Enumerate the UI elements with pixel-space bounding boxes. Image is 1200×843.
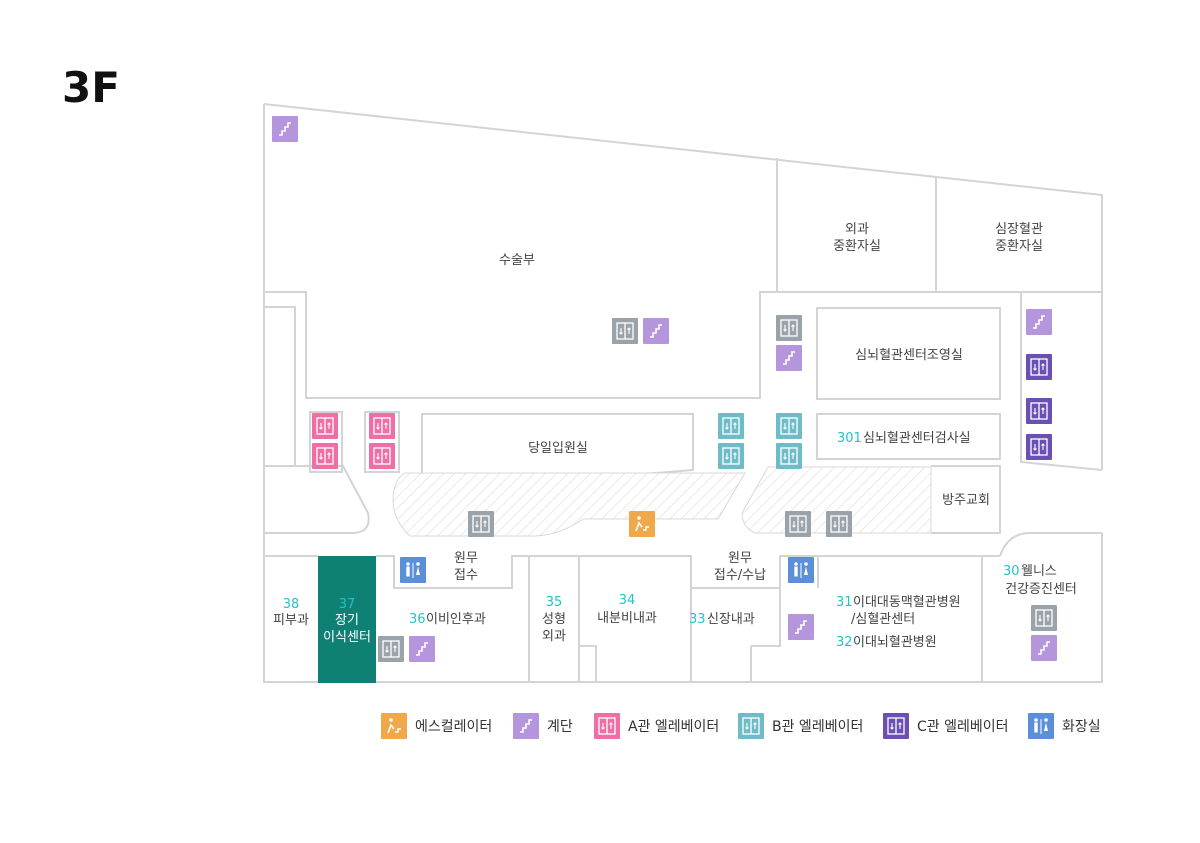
room-aorta-line2: /심혈관센터 [851,612,915,627]
room-aorta-line1: 이대대동맥혈관병원 [853,595,961,610]
room-plastic-line1: 성형 [542,612,566,627]
room-day-admission: 당일입원실 [528,441,588,456]
room-plastic-line2: 외과 [542,629,566,644]
reception-2-line2: 접수/수납 [714,568,766,583]
restroom-icon [787,556,815,584]
room-chapel: 방주교회 [942,493,990,508]
room-wellness-line2: 건강증진센터 [1005,582,1077,597]
elevator-icon [776,315,802,341]
legend-item-stairs: 계단 [512,712,573,740]
legend-item-escalator: 에스컬레이터 [380,712,492,740]
elevator-a-icon [312,413,338,439]
legend-label: 화장실 [1062,719,1101,735]
legend: 에스컬레이터 계단 A관 엘레베이터 B관 엘레베이터 C관 엘레베이터 화장실 [380,712,1101,740]
stairs-icon [775,344,803,372]
elevator-a-icon [369,443,395,469]
reception-2-line1: 원무 [728,551,752,566]
elevator-b-icon [718,413,744,439]
legend-label: 계단 [547,719,573,735]
stairs-icon [1025,308,1053,336]
room-labels: 수술부 외과 중환자실 심장혈관 중환자실 심뇌혈관센터조영실 당일입원실 30… [273,222,1077,650]
room-ent: 이비인후과 [426,612,486,627]
elevator-a-icon [312,443,338,469]
legend-label: C관 엘레베이터 [917,719,1009,735]
stairs-icon [271,115,299,143]
room-cv-angio: 심뇌혈관센터조영실 [855,348,963,363]
reception-1-line1: 원무 [454,551,478,566]
room-cerebro-number: 32 [836,635,853,650]
room-surgical-icu-line2: 중환자실 [833,239,881,254]
stairs-icon [1030,634,1058,662]
legend-item-elevator-c: C관 엘레베이터 [883,713,1009,739]
legend-item-restroom: 화장실 [1027,712,1101,740]
room-transplant-number: 37 [339,597,356,612]
stairs-icon [512,712,540,740]
room-plastic-number: 35 [546,595,563,610]
walls [263,103,1103,683]
room-aorta-number: 31 [836,595,853,610]
legend-label: B관 엘레베이터 [772,719,863,735]
elevator-icon [468,511,494,537]
corridor-hatch-left [392,472,746,537]
stairs-icon [642,317,670,345]
elevator-b-icon [776,443,802,469]
room-cardio-icu-line2: 중환자실 [995,239,1043,254]
floor-title: 3F [62,63,120,112]
room-nephrology-number: 33 [689,612,706,627]
elevator-icon [1031,605,1057,631]
legend-item-elevator-b: B관 엘레베이터 [738,713,863,739]
elevator-b-icon [776,413,802,439]
room-wellness-line1: 웰니스 [1021,564,1057,579]
room-cardio-icu-line1: 심장혈관 [995,222,1043,237]
room-dermatology: 피부과 [273,613,309,628]
elevator-c-icon [1026,398,1052,424]
restroom-icon [1027,712,1055,740]
room-cv-exam: 심뇌혈관센터검사실 [863,431,971,446]
legend-item-elevator-a: A관 엘레베이터 [594,713,719,739]
elevator-icon [612,318,638,344]
map-icons [271,115,1058,663]
room-transplant-center[interactable] [318,556,376,683]
stairs-icon [408,635,436,663]
room-endocrine: 내분비내과 [597,611,657,626]
room-cv-exam-number: 301 [837,431,862,446]
room-transplant-line2: 이식센터 [323,630,371,645]
escalator-icon [628,510,656,538]
elevator-a-icon [369,413,395,439]
restroom-icon [399,556,427,584]
room-transplant-line1: 장기 [335,613,359,628]
escalator-icon [380,712,408,740]
elevator-icon [378,636,404,662]
room-surgical-icu-line1: 외과 [845,222,869,237]
reception-1-line2: 접수 [454,568,478,583]
room-wellness-number: 30 [1003,564,1020,579]
elevator-b-icon [718,443,744,469]
elevator-c-icon [1026,434,1052,460]
legend-label: A관 엘레베이터 [628,719,719,735]
room-ent-number: 36 [409,612,426,627]
elevator-icon [785,511,811,537]
room-nephrology: 신장내과 [707,612,755,627]
room-surgery: 수술부 [499,253,535,268]
elevator-c-icon [1026,354,1052,380]
room-cerebro: 이대뇌혈관병원 [853,635,937,650]
room-endocrine-number: 34 [619,593,636,608]
elevator-icon [826,511,852,537]
stairs-icon [787,613,815,641]
legend-label: 에스컬레이터 [415,719,492,735]
room-dermatology-number: 38 [283,597,300,612]
